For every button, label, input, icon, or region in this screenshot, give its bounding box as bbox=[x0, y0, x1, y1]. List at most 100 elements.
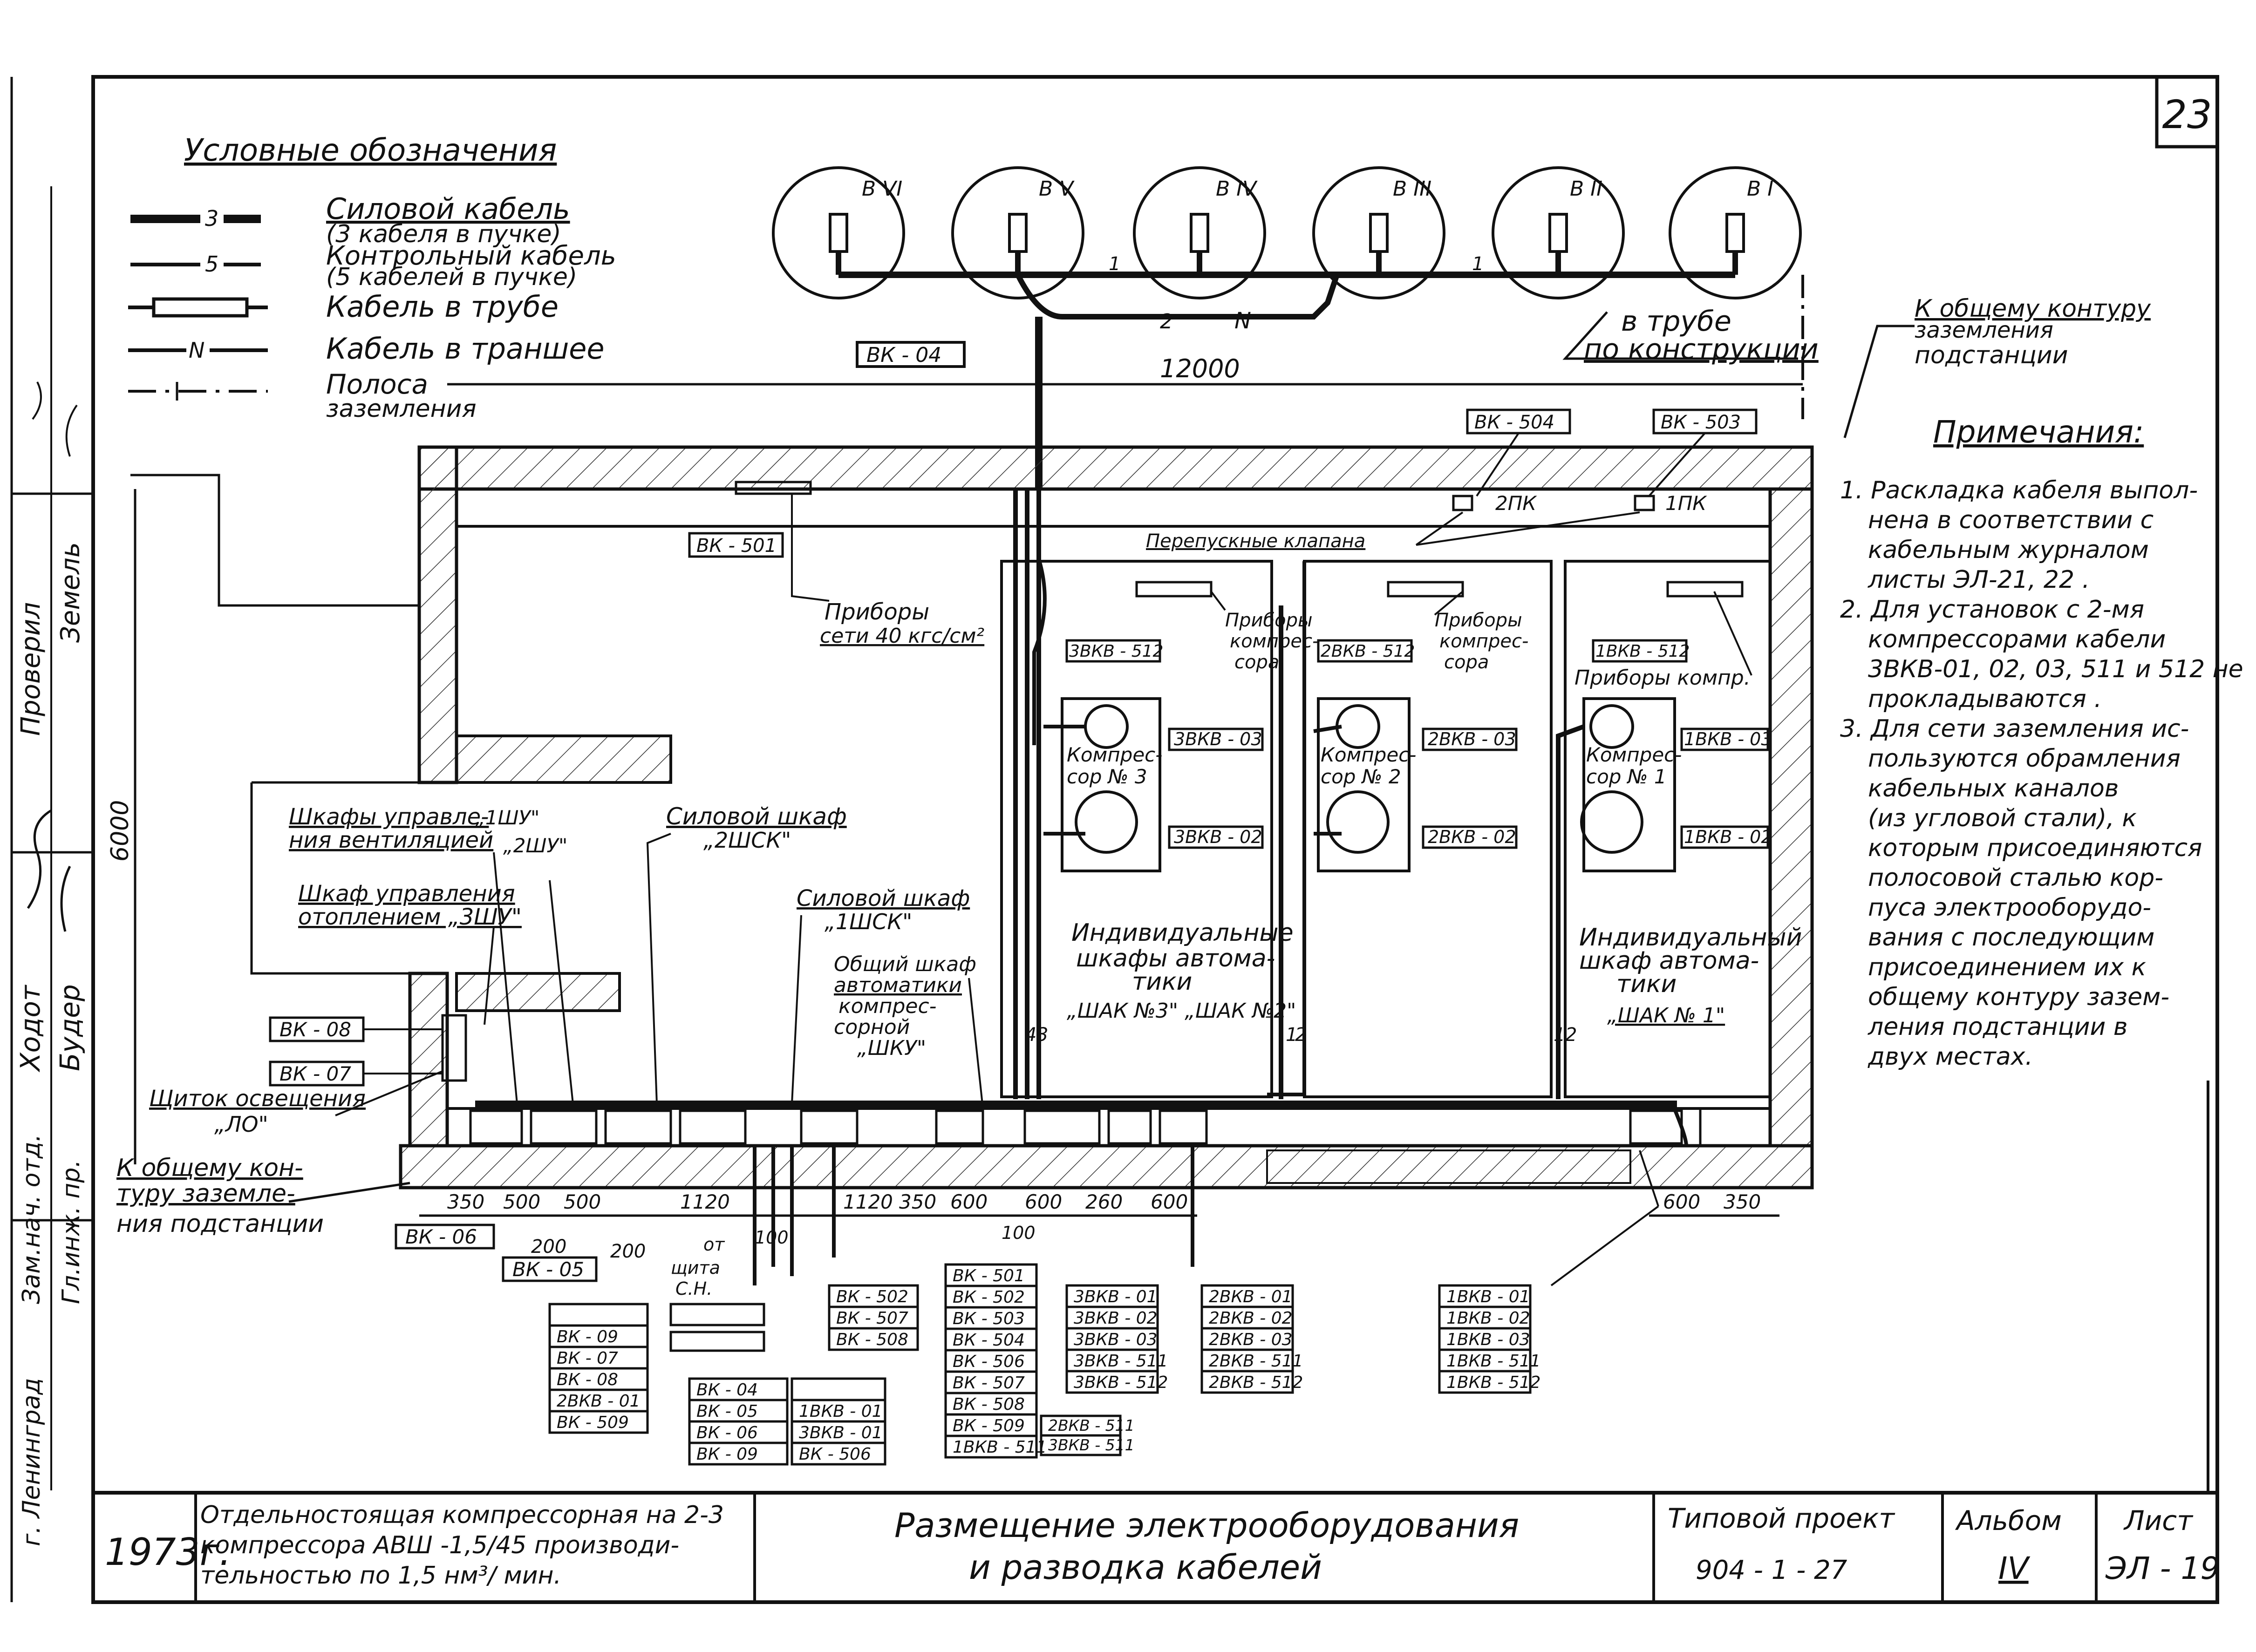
svg-text:ВК - 07: ВК - 07 bbox=[279, 1062, 351, 1085]
table-cell bbox=[791, 1441, 886, 1466]
wall-bottom bbox=[399, 1144, 1814, 1190]
svg-text:Лист: Лист bbox=[2123, 1505, 2194, 1536]
table-cell bbox=[944, 1434, 1038, 1459]
svg-text:Компрес-: Компрес- bbox=[1586, 743, 1682, 766]
table-cell-text: 2ВКВ - 02 bbox=[1209, 1309, 1293, 1328]
sheet-number: 23 bbox=[2162, 92, 2212, 137]
table-cell-text: 1ВКВ - 01 bbox=[1446, 1287, 1530, 1306]
svg-text:(5 кабелей в пучке): (5 кабелей в пучке) bbox=[326, 263, 577, 291]
table-cell-text: 2ВКВ - 01 bbox=[1209, 1287, 1293, 1306]
label-in-pipe: в трубе bbox=[1621, 305, 1731, 338]
note-line: 2. Для установок с 2-мя bbox=[1840, 596, 2144, 624]
note-line: которым присоединяются bbox=[1868, 834, 2202, 862]
svg-text:3ВКВ - 03: 3ВКВ - 03 bbox=[1174, 729, 1262, 749]
drawing-title: Размещение электрооборудования bbox=[894, 1506, 1519, 1545]
label-ground-contour-left: К общему кон- bbox=[116, 1154, 303, 1182]
table-cell-text: ВК - 07 bbox=[557, 1349, 618, 1368]
svg-text:„2ШУ": „2ШУ" bbox=[503, 834, 567, 857]
svg-text:ВК - 04: ВК - 04 bbox=[866, 343, 941, 367]
svg-text:350: 350 bbox=[447, 1190, 484, 1213]
svg-text:2ВКВ - 03: 2ВКВ - 03 bbox=[1428, 729, 1516, 749]
table-cell-text: ВК - 508 bbox=[836, 1330, 908, 1349]
table-cell-text: 3ВКВ - 01 bbox=[1074, 1287, 1158, 1306]
table-cell-text: 2ВКВ - 511 bbox=[1209, 1352, 1303, 1371]
svg-text:Приборы компр.: Приборы компр. bbox=[1574, 666, 1751, 690]
svg-text:сор № 3: сор № 3 bbox=[1067, 765, 1147, 788]
svg-text:Отдельностоящая компрессорная: Отдельностоящая компрессорная на 2-3 bbox=[200, 1501, 724, 1529]
svg-text:904 - 1 - 27: 904 - 1 - 27 bbox=[1696, 1555, 1847, 1585]
table-cell-text: 1ВКВ - 512 bbox=[1446, 1373, 1540, 1392]
tank-viii: В III bbox=[1312, 166, 1445, 299]
table-cell-text: 3ВКВ - 01 bbox=[799, 1423, 883, 1442]
svg-text:600: 600 bbox=[1151, 1190, 1188, 1213]
svg-text:3ВКВ - 512: 3ВКВ - 512 bbox=[1069, 642, 1163, 661]
table-cell-text: 1ВКВ - 03 bbox=[1446, 1330, 1530, 1349]
tank-vv: В V bbox=[951, 166, 1084, 299]
room-compressor-3 bbox=[1000, 560, 1273, 1098]
svg-text:„ШАК № 1": „ШАК № 1" bbox=[1607, 1004, 1725, 1027]
title-year: 1973г. bbox=[105, 1530, 231, 1574]
tank-vvi: В VI bbox=[772, 166, 905, 299]
table-cell-text: ВК - 04 bbox=[696, 1380, 758, 1400]
room-compressor-1 bbox=[1564, 560, 1772, 1098]
table-cell-text: 1ВКВ - 511 bbox=[953, 1438, 1047, 1457]
note-line: ления подстанции в bbox=[1868, 1013, 2128, 1041]
table-cell bbox=[688, 1441, 789, 1466]
svg-text:„ЛО": „ЛО" bbox=[214, 1112, 268, 1137]
svg-text:„2ШСК": „2ШСК" bbox=[703, 828, 791, 853]
table-cell-text: ВК - 507 bbox=[953, 1373, 1025, 1393]
table-cell bbox=[548, 1303, 649, 1327]
label-bypass-valves: Перепускные клапана bbox=[1146, 530, 1365, 552]
compressor-1: Компрес- сор № 1 bbox=[1580, 697, 1682, 872]
svg-text:шкафы автома-: шкафы автома- bbox=[1076, 945, 1275, 972]
table-cell-text: ВК - 506 bbox=[799, 1445, 871, 1464]
svg-text:1ВКВ - 03: 1ВКВ - 03 bbox=[1684, 729, 1772, 749]
svg-text:1ВКВ - 02: 1ВКВ - 02 bbox=[1684, 827, 1772, 847]
note-line: 3. Для сети заземления ис- bbox=[1840, 715, 2189, 743]
note-line: листы ЭЛ-21, 22 . bbox=[1868, 566, 2090, 594]
svg-text:2: 2 bbox=[1295, 1024, 1307, 1046]
table-cell bbox=[828, 1327, 919, 1351]
svg-text:200: 200 bbox=[531, 1236, 566, 1258]
svg-text:500: 500 bbox=[503, 1190, 540, 1213]
svg-text:тики: тики bbox=[1132, 968, 1192, 996]
svg-text:500: 500 bbox=[564, 1190, 601, 1213]
legend-ground-strip: Полоса bbox=[326, 368, 428, 400]
svg-text:и разводка кабелей: и разводка кабелей bbox=[969, 1548, 1322, 1587]
svg-text:г. Ленинград: г. Ленинград bbox=[18, 1378, 46, 1546]
svg-text:2ВКВ - 512: 2ВКВ - 512 bbox=[1321, 642, 1415, 661]
wall-left-upper bbox=[417, 445, 458, 784]
svg-text:350: 350 bbox=[899, 1190, 936, 1213]
svg-text:Приборы: Приборы bbox=[1225, 610, 1313, 631]
label-lighting-panel: Щиток освещения bbox=[149, 1086, 366, 1112]
svg-text:1ВКВ - 512: 1ВКВ - 512 bbox=[1595, 642, 1690, 661]
svg-text:N: N bbox=[1234, 308, 1251, 334]
svg-text:350: 350 bbox=[1724, 1190, 1761, 1213]
svg-text:сети 40 кгс/см²: сети 40 кгс/см² bbox=[820, 624, 984, 648]
table-cell-text: ВК - 508 bbox=[953, 1395, 1025, 1414]
title-block: 1973г. Отдельностоящая компрессорная на … bbox=[91, 1491, 2220, 1604]
svg-text:сорной: сорной bbox=[834, 1015, 910, 1039]
legend-power-cable: Силовой кабель bbox=[326, 192, 570, 226]
table-cell bbox=[1200, 1370, 1294, 1394]
note-line: пользуются обрамления bbox=[1868, 745, 2181, 773]
svg-text:„ШАК №3" „ШАК №2": „ШАК №3" „ШАК №2" bbox=[1067, 999, 1296, 1023]
svg-text:сор № 2: сор № 2 bbox=[1321, 765, 1401, 788]
note-line: прокладываются . bbox=[1868, 685, 2102, 713]
svg-text:600: 600 bbox=[1663, 1190, 1700, 1213]
label-power-cabinet-1: Силовой шкаф bbox=[797, 885, 970, 911]
table-cell-text: 2ВКВ - 03 bbox=[1209, 1330, 1293, 1349]
note-line: кабельным журналом bbox=[1868, 536, 2149, 564]
svg-text:Типовой проект: Типовой проект bbox=[1668, 1502, 1895, 1534]
svg-text:сора: сора bbox=[1444, 652, 1489, 673]
label-ground-contour-right: К общему контуру bbox=[1915, 295, 2151, 323]
svg-text:Альбом: Альбом bbox=[1955, 1505, 2062, 1536]
compressor-2: Компрес- сор № 2 bbox=[1317, 697, 1416, 872]
svg-text:Приборы: Приборы bbox=[825, 599, 929, 625]
svg-text:100: 100 bbox=[1002, 1223, 1036, 1243]
